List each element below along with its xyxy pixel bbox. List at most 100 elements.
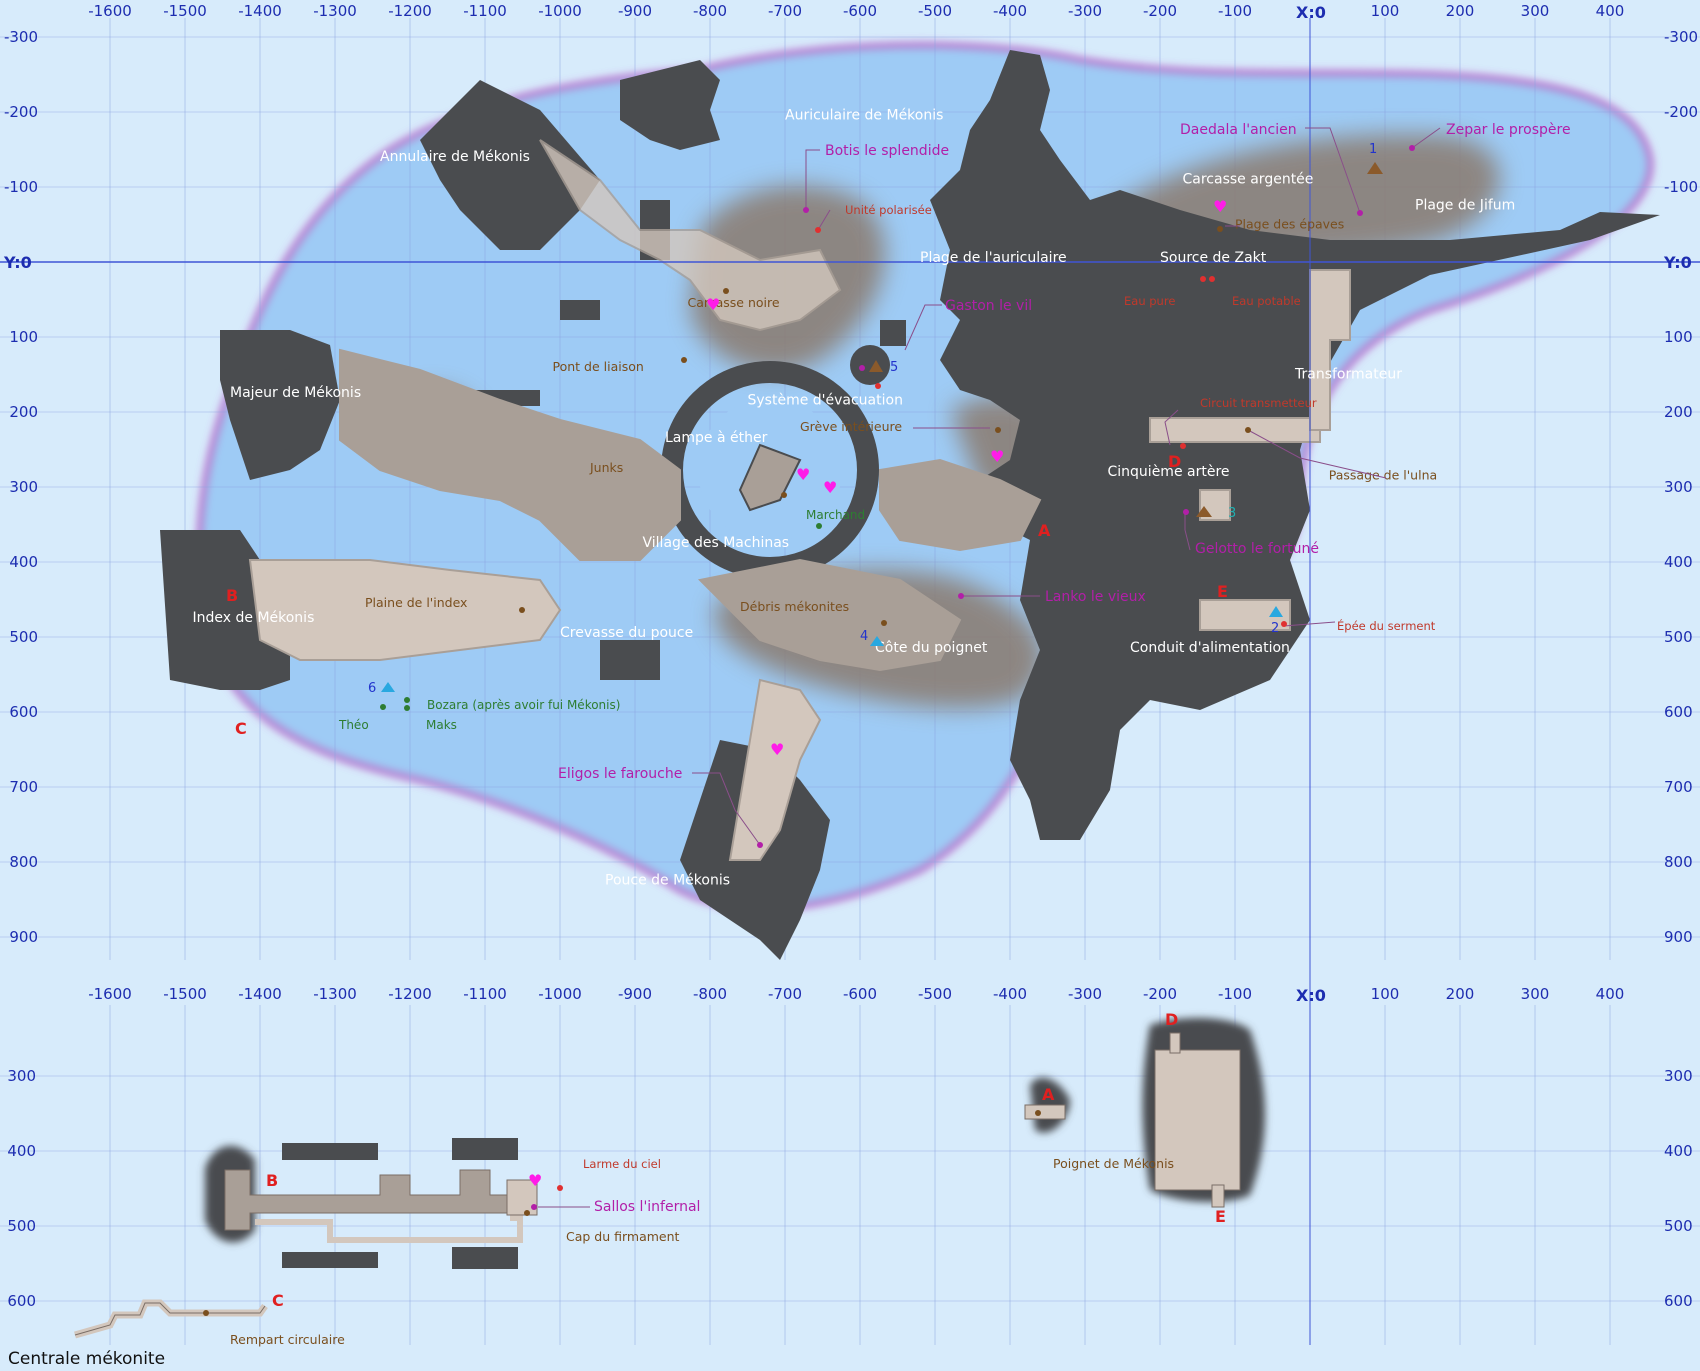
area-label[interactable]: Village des Machinas	[643, 535, 790, 551]
x-tick-label-middle: 300	[1521, 985, 1550, 1003]
area-label[interactable]: Carcasse argentée	[1183, 171, 1314, 187]
area-label[interactable]: Index de Mékonis	[193, 610, 315, 626]
heart-icon[interactable]: ♥	[823, 478, 837, 497]
x-tick-label-middle: -1000	[538, 985, 582, 1003]
x-tick-label-middle: -1100	[463, 985, 507, 1003]
warp-c-top[interactable]: C	[235, 719, 247, 738]
area-label[interactable]: Côte du poignet	[875, 640, 988, 656]
y-tick-label-left: 400	[9, 553, 38, 571]
unique-sallos[interactable]: Sallos l'infernal	[594, 1199, 700, 1215]
warp-e-top[interactable]: E	[1217, 582, 1228, 601]
unique-zepar[interactable]: Zepar le prospère	[1446, 122, 1571, 138]
point-markers	[203, 145, 1415, 1316]
y-tick-label-right-bottom: 600	[1664, 1292, 1693, 1310]
spot-label[interactable]: Plage des épaves	[1235, 216, 1344, 231]
x-tick-label-top: -1600	[88, 2, 132, 20]
x-tick-label-middle: -300	[1068, 985, 1102, 1003]
heart-icon[interactable]: ♥	[796, 465, 810, 484]
item-epee-du-serment[interactable]: Épée du serment	[1337, 618, 1436, 633]
x-tick-label-middle: -900	[618, 985, 652, 1003]
landmark-triangle-3[interactable]	[1196, 506, 1212, 517]
x-tick-label-top: -1500	[163, 2, 207, 20]
npc-theo[interactable]: Théo	[338, 718, 369, 732]
landmark-triangle-4[interactable]	[870, 636, 884, 646]
y-tick-label-right: -100	[1664, 178, 1698, 196]
area-label[interactable]: Auriculaire de Mékonis	[785, 108, 943, 124]
area-label[interactable]: Majeur de Mékonis	[230, 385, 361, 401]
area-label[interactable]: Crevasse du pouce	[560, 625, 693, 641]
warp-c-bottom[interactable]: C	[272, 1291, 284, 1310]
area-label[interactable]: Pouce de Mékonis	[605, 873, 730, 889]
area-label[interactable]: Plage de l'auriculaire	[920, 250, 1067, 266]
y-tick-label-right: 800	[1664, 853, 1693, 871]
item-circuit-transmetteur[interactable]: Circuit transmetteur	[1200, 396, 1317, 410]
npc-maks[interactable]: Maks	[426, 718, 457, 732]
item-unite-polarisee[interactable]: Unité polarisée	[845, 203, 932, 217]
heart-icon[interactable]: ♥	[770, 740, 784, 759]
spot-label[interactable]: Junks	[589, 460, 623, 475]
warp-b-bottom[interactable]: B	[266, 1171, 278, 1190]
unique-gaston[interactable]: Gaston le vil	[945, 298, 1032, 314]
y-tick-label-left: 800	[9, 853, 38, 871]
x-tick-label-middle: -400	[993, 985, 1027, 1003]
x-tick-label-middle: -1400	[238, 985, 282, 1003]
unique-daedala[interactable]: Daedala l'ancien	[1180, 122, 1297, 138]
area-label[interactable]: Annulaire de Mékonis	[380, 149, 530, 165]
heart-icon[interactable]: ♥	[1213, 197, 1227, 216]
spot-cap-du-firmament[interactable]: Cap du firmament	[566, 1229, 680, 1244]
spot-label[interactable]: Pont de liaison	[553, 359, 644, 374]
y-tick-label-left-bottom: 400	[7, 1142, 36, 1160]
item-eau-potable[interactable]: Eau potable	[1232, 294, 1301, 308]
y-tick-label-left: 200	[9, 403, 38, 421]
spot-label[interactable]: Grève intérieure	[800, 419, 902, 434]
x-tick-label-top: 400	[1596, 2, 1625, 20]
unique-gelotto[interactable]: Gelotto le fortuné	[1195, 541, 1319, 557]
unique-botis[interactable]: Botis le splendide	[825, 143, 949, 159]
npc-marchand[interactable]: Marchand	[806, 508, 865, 522]
y-tick-label-right: 200	[1664, 403, 1693, 421]
warp-d-top[interactable]: D	[1168, 452, 1181, 471]
x-tick-label-middle: -100	[1218, 985, 1252, 1003]
landmark-triangle-1[interactable]	[1367, 162, 1383, 174]
y-tick-label-left-bottom: 500	[7, 1217, 36, 1235]
warp-e-bottom[interactable]: E	[1215, 1207, 1226, 1226]
warp-d-bottom[interactable]: D	[1165, 1010, 1178, 1029]
y-tick-label-left-bottom: 300	[7, 1067, 36, 1085]
area-label[interactable]: Lampe à éther	[665, 430, 768, 446]
area-label[interactable]: Cinquième artère	[1108, 464, 1230, 480]
landmark-triangle-2[interactable]	[1269, 606, 1283, 617]
item-larme-du-ciel[interactable]: Larme du ciel	[583, 1157, 661, 1171]
area-label[interactable]: Transformateur	[1294, 366, 1402, 382]
landmark-numbers: 1 2 3 4 5 6	[368, 142, 1377, 696]
landmark-number-5: 5	[890, 360, 898, 375]
unique-lanko[interactable]: Lanko le vieux	[1045, 589, 1146, 605]
spot-label[interactable]: Carcasse noire	[688, 295, 780, 310]
spot-poignet-de-mekonis[interactable]: Poignet de Mékonis	[1053, 1156, 1174, 1171]
x-tick-label-middle: -1600	[88, 985, 132, 1003]
spot-label[interactable]: Passage de l'ulna	[1329, 468, 1437, 483]
heart-icon[interactable]: ♥	[990, 447, 1004, 466]
y-tick-label-right: 400	[1664, 553, 1693, 571]
spot-label[interactable]: Débris mékonites	[740, 599, 849, 614]
unique-eligos[interactable]: Eligos le farouche	[558, 766, 682, 782]
item-eau-pure[interactable]: Eau pure	[1124, 294, 1175, 308]
spot-rempart-circulaire[interactable]: Rempart circulaire	[230, 1332, 345, 1347]
warp-b-top[interactable]: B	[226, 586, 238, 605]
y-tick-label-left: 500	[9, 628, 38, 646]
heart-icon[interactable]: ♥	[528, 1171, 542, 1190]
spot-label[interactable]: Plaine de l'index	[365, 595, 467, 610]
landmark-triangle-5[interactable]	[869, 360, 883, 372]
npc-bozara[interactable]: Bozara (après avoir fui Mékonis)	[427, 698, 620, 712]
warp-a-bottom[interactable]: A	[1042, 1085, 1055, 1104]
landmark-triangle-6[interactable]	[381, 682, 395, 692]
area-label[interactable]: Plage de Jifum	[1415, 198, 1515, 214]
area-label[interactable]: Conduit d'alimentation	[1130, 640, 1290, 656]
x-tick-label-middle: 200	[1446, 985, 1475, 1003]
area-label[interactable]: Source de Zakt	[1160, 250, 1267, 266]
warp-a-top[interactable]: A	[1038, 521, 1051, 540]
x-tick-label-top: -700	[768, 2, 802, 20]
heart-icon[interactable]: ♥	[706, 295, 720, 314]
landmark-number-1: 1	[1369, 142, 1377, 157]
area-label[interactable]: Système d'évacuation	[748, 393, 903, 409]
